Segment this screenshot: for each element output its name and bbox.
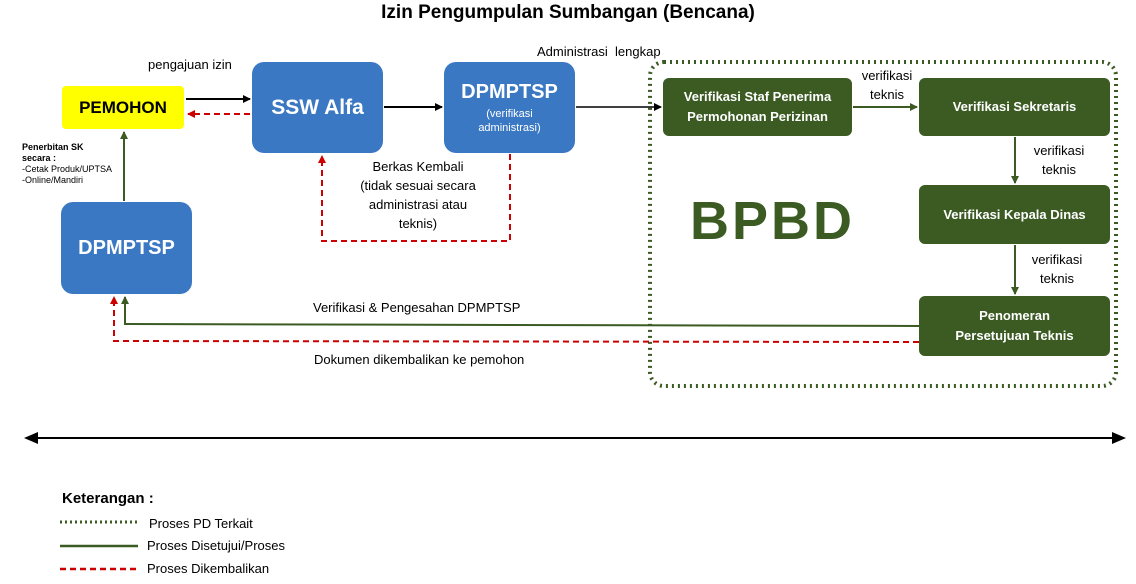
arrow-penomeran-dpmptsp — [121, 296, 920, 327]
node-pemohon-label: PEMOHON — [79, 97, 167, 117]
node-dpmptsp-verifikasi-sub2: administrasi) — [478, 121, 541, 134]
note-penerbitan-sk-line3: -Cetak Produk/UPTSA — [22, 164, 113, 174]
label-dokumen-dikembalikan: Dokumen dikembalikan ke pemohon — [314, 352, 525, 367]
label-pengajuan-izin: pengajuan izin — [148, 57, 232, 72]
label-verifikasi-teknis-2-line2: teknis — [1042, 162, 1076, 177]
label-berkas-kembali-line3: administrasi atau — [368, 197, 468, 212]
node-penomeran-line1: Penomeran — [979, 308, 1050, 323]
label-berkas-kembali-line2: (tidak sesuai secara — [360, 178, 476, 193]
label-verifikasi-teknis-3: verifikasi teknis — [1022, 250, 1092, 288]
label-verifikasi-teknis-1-line1: verifikasi — [861, 68, 913, 83]
node-penomeran-line2: Persetujuan Teknis — [955, 328, 1074, 343]
node-verifikasi-kepala-dinas: Verifikasi Kepala Dinas — [919, 185, 1110, 244]
node-verifikasi-staf-line2: Permohonan Perizinan — [687, 109, 828, 124]
node-verifikasi-sekretaris-label: Verifikasi Sekretaris — [952, 99, 1077, 114]
node-verifikasi-kepala-label: Verifikasi Kepala Dinas — [943, 206, 1086, 222]
arrow-berkas-kembali — [318, 154, 511, 242]
label-berkas-kembali-line4: teknis) — [398, 216, 438, 231]
label-berkas-kembali-line1: Berkas Kembali — [372, 159, 464, 174]
note-penerbitan-sk: Penerbitan SK secara : -Cetak Produk/UPT… — [22, 142, 112, 186]
label-verifikasi-teknis-2-line1: verifikasi — [1033, 143, 1085, 158]
node-verifikasi-staf-line1: Verifikasi Staf Penerima — [683, 89, 832, 104]
node-dpmptsp-verifikasi-title: DPMPTSP — [461, 80, 558, 103]
label-verifikasi-teknis-1-line2: teknis — [870, 87, 904, 102]
separator-arrowhead-left — [24, 432, 38, 444]
label-administrasi-lengkap: Administrasi lengkap — [537, 44, 661, 59]
label-verifikasi-teknis-1: verifikasi teknis — [852, 66, 922, 104]
bpbd-region-border — [648, 60, 1118, 388]
node-dpmptsp-verifikasi-sub1: (verifikasi — [486, 107, 533, 120]
note-penerbitan-sk-line1: Penerbitan SK — [22, 142, 84, 152]
label-berkas-kembali: Berkas Kembali (tidak sesuai secara admi… — [338, 157, 498, 233]
label-verifikasi-teknis-3-line1: verifikasi — [1031, 252, 1083, 267]
node-dpmptsp-penerbitan-label: DPMPTSP — [78, 236, 175, 259]
legend-item-solid: Proses Disetujui/Proses — [147, 538, 285, 553]
legend-item-dashed: Proses Dikembalikan — [147, 561, 270, 576]
node-verifikasi-sekretaris: Verifikasi Sekretaris — [919, 78, 1110, 136]
node-dpmptsp-verifikasi: DPMPTSP (verifikasi administrasi) — [444, 62, 575, 153]
label-verifikasi-pengesahan: Verifikasi & Pengesahan DPMPTSP — [313, 300, 521, 315]
node-verifikasi-staf: Verifikasi Staf Penerima Permohonan Peri… — [663, 78, 852, 136]
legend-title: Keterangan : — [62, 490, 154, 507]
arrow-dokumen-dikembalikan — [110, 296, 920, 343]
node-ssw-alfa: SSW Alfa — [252, 62, 383, 153]
bpbd-label: BPBD — [690, 191, 856, 251]
legend-item-dotted: Proses PD Terkait — [149, 516, 253, 531]
label-verifikasi-teknis-2: verifikasi teknis — [1024, 141, 1094, 179]
note-penerbitan-sk-line4: -Online/Mandiri — [22, 175, 84, 185]
diagram-title: Izin Pengumpulan Sumbangan (Bencana) — [381, 2, 755, 23]
node-ssw-label: SSW Alfa — [271, 95, 364, 119]
node-penomeran: Penomeran Persetujuan Teknis — [919, 296, 1110, 356]
label-verifikasi-teknis-3-line2: teknis — [1040, 271, 1074, 286]
separator-arrowhead-right — [1112, 432, 1126, 444]
note-penerbitan-sk-line2: secara : — [22, 153, 57, 163]
node-dpmptsp-penerbitan: DPMPTSP — [61, 202, 192, 294]
node-pemohon: PEMOHON — [62, 86, 184, 129]
